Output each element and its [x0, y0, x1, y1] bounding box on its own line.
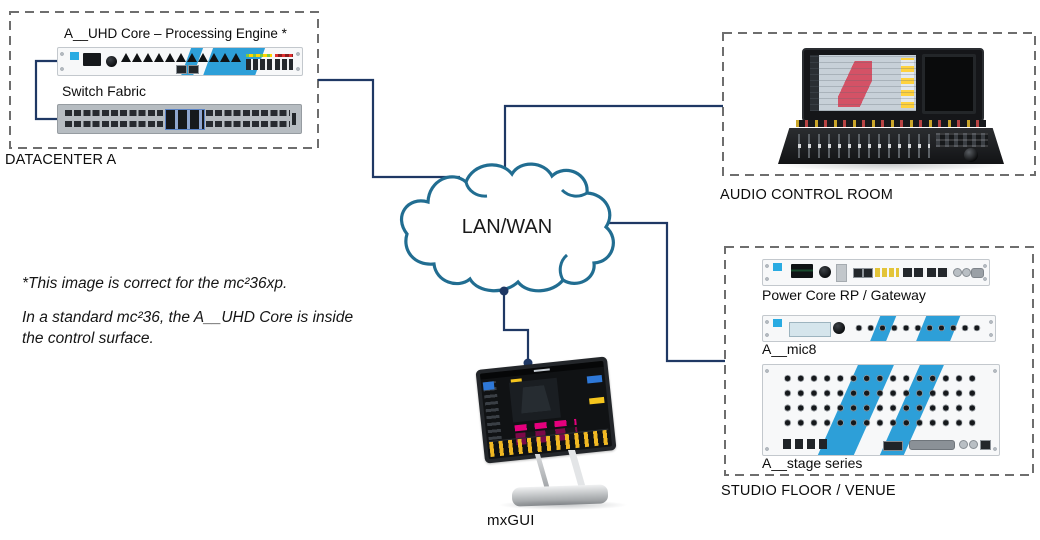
studio-floor-caption: STUDIO FLOOR / VENUE [721, 483, 896, 499]
console-screen-deck [802, 48, 984, 122]
yellow-button [589, 396, 605, 405]
connector-datacenter-cloud [318, 78, 460, 179]
trackball [964, 148, 978, 162]
clock-text [533, 368, 550, 373]
ethernet-port [188, 65, 199, 74]
connector-cloud-mxgui [502, 280, 530, 362]
screen-rows [810, 55, 916, 111]
console-fader-deck [778, 128, 1004, 164]
monitor-screen [475, 356, 617, 464]
screen-left-column [482, 381, 502, 441]
console-main-screen [810, 55, 916, 111]
knob [819, 266, 831, 278]
ethernet-port [863, 268, 873, 278]
port-row [65, 121, 163, 127]
madi-ports [903, 268, 925, 277]
footnote-line-2: In a standard mc²36, the A__UHD Core is … [22, 309, 354, 347]
cloud-label: LAN/WAN [461, 216, 553, 238]
sfp-ports [246, 59, 272, 70]
cloud-junction-dot [499, 286, 509, 296]
psu-module [836, 264, 847, 282]
ethernet-ports [783, 439, 827, 449]
audio-control-room-caption: AUDIO CONTROL ROOM [720, 187, 894, 203]
mic8-device-image [762, 315, 996, 342]
port-row [206, 121, 290, 127]
lcd-display [789, 322, 831, 337]
lawo-logo [773, 263, 782, 271]
sfp-ports-yellow [875, 268, 899, 277]
screen-graph [838, 61, 872, 107]
faders [798, 134, 930, 158]
blue-button [586, 374, 603, 384]
ethernet-port [176, 65, 187, 74]
footnote: *This image is correct for the mc²36xp. … [22, 274, 374, 363]
button-pad [936, 133, 988, 147]
triangle-pattern [121, 53, 241, 62]
display [83, 53, 101, 66]
power-core-device-image [762, 259, 990, 286]
console-port [292, 113, 296, 125]
switch-fabric-device-image [57, 104, 302, 134]
screen-sidebar [810, 55, 819, 111]
console-side-screen [922, 54, 976, 114]
knob [106, 56, 117, 67]
port-row [206, 110, 290, 116]
uhd-core-device-image [57, 47, 303, 76]
bnc-connector [953, 268, 962, 277]
status-leds [275, 54, 293, 57]
shadow [498, 500, 628, 510]
sfp-ports [275, 59, 293, 70]
datacenter-caption: DATACENTER A [5, 152, 117, 168]
bnc-connector [959, 440, 968, 449]
mxgui-caption: mxGUI [487, 512, 535, 529]
mic8-label: A__mic8 [762, 341, 817, 357]
multipin-connector [909, 440, 955, 450]
screen-yellow-blocks [901, 58, 914, 108]
footnote-line-1: *This image is correct for the mc²36xp. [22, 275, 288, 292]
monitor-stand-leg [534, 454, 551, 490]
console-button-row [796, 120, 986, 127]
mixing-console-image [770, 46, 1010, 172]
uhd-core-label: A__UHD Core – Processing Engine * [64, 26, 287, 41]
lawo-logo [773, 319, 782, 327]
bnc-connector [962, 268, 971, 277]
screen-center-panel [508, 377, 561, 423]
knob [833, 322, 845, 334]
monitor-display [479, 360, 613, 460]
channel-shape [519, 385, 552, 414]
power-core-label: Power Core RP / Gateway [762, 287, 926, 303]
display [791, 264, 813, 278]
connector-datacenter-internal [34, 59, 57, 121]
stage-device-image [762, 364, 1000, 456]
db-connector [971, 268, 984, 278]
port-row [65, 110, 163, 116]
xlr-connector-grid [781, 371, 981, 431]
madi-ports [927, 268, 949, 277]
connector-cloud-control-room [503, 104, 723, 172]
qsfp-ports [165, 109, 205, 130]
switch-fabric-label: Switch Fabric [62, 83, 147, 99]
status-leds [246, 54, 272, 57]
lawo-logo [70, 52, 79, 60]
ethernet-port [853, 268, 863, 278]
stage-label: A__stage series [762, 455, 863, 471]
screen-topbar [479, 360, 604, 380]
bnc-connector [969, 440, 978, 449]
ethernet-port [980, 440, 991, 450]
port-block [883, 441, 903, 451]
mxgui-monitor-image [468, 352, 638, 510]
connector-cloud-studio-floor [598, 221, 725, 363]
xlr-connectors [853, 320, 983, 336]
